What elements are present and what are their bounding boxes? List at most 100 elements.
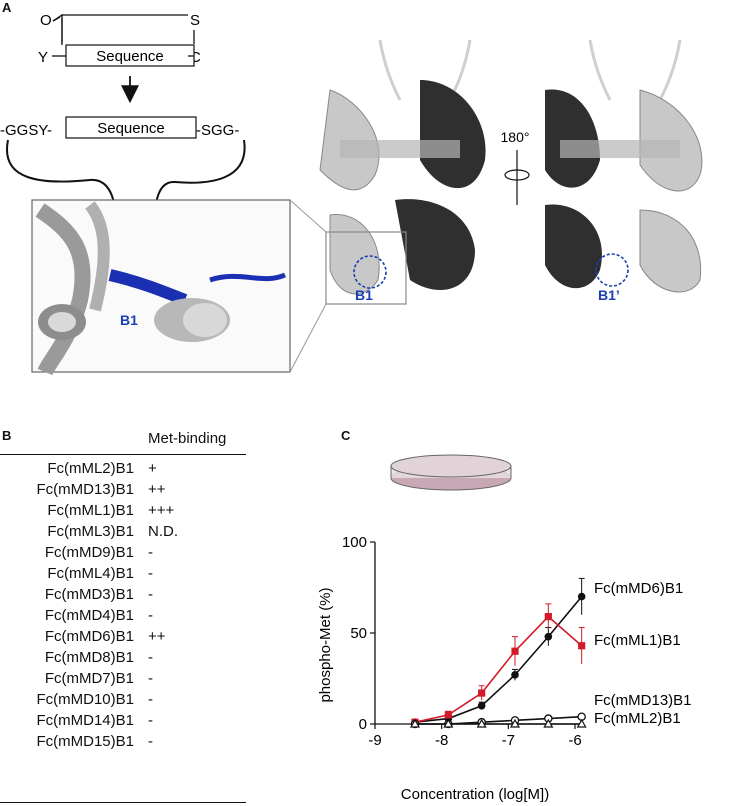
table-row: Fc(mMD7)B1- [0, 670, 246, 691]
construct-name: Fc(mMD8)B1 [44, 649, 134, 666]
data-point [511, 671, 519, 679]
met-binding-value: ++ [148, 481, 166, 498]
construct-name: Fc(mML2)B1 [47, 460, 134, 477]
met-binding-value: - [148, 670, 153, 687]
table-top-rule [0, 454, 246, 455]
construct-name: Fc(mMD7)B1 [44, 670, 134, 687]
panel-a-figure: O S Y C Sequence -GGSY- Sequence -SGG- B… [0, 12, 703, 376]
met-binding-table: Met-binding Fc(mML2)B1+Fc(mMD13)B1++Fc(m… [0, 430, 246, 806]
panel-c-label: C [341, 428, 351, 443]
table-row: Fc(mMD10)B1- [0, 691, 246, 712]
x-tick-label: -6 [568, 732, 581, 749]
series-1 [411, 603, 586, 726]
construct-name: Fc(mML3)B1 [47, 523, 134, 540]
construct-name: Fc(mMD3)B1 [44, 586, 134, 603]
table-row: Fc(mMD14)B1- [0, 712, 246, 733]
y-tick-label: 50 [350, 625, 367, 642]
construct-name: Fc(mMD15)B1 [36, 733, 134, 750]
table-row: Fc(mMD4)B1- [0, 607, 246, 628]
table-row: Fc(mMD9)B1- [0, 544, 246, 565]
data-point [578, 642, 586, 650]
scheme-y-label: Y [38, 49, 48, 66]
series-label: Fc(mML1)B1 [594, 632, 681, 649]
met-binding-value: - [148, 691, 153, 708]
series-line [415, 715, 582, 725]
construct-name: Fc(mMD6)B1 [44, 628, 134, 645]
construct-name: Fc(mML4)B1 [47, 565, 134, 582]
series-label: Fc(mML2)B1 [594, 710, 681, 727]
table-row: Fc(mML3)B1 N.D. [0, 523, 246, 544]
data-point [444, 711, 452, 719]
sequence-box-linear-label: Sequence [97, 120, 165, 137]
series-label: Fc(mMD6)B1 [594, 580, 683, 597]
right-linker-label: -SGG- [196, 122, 239, 139]
construct-name: Fc(mMD13)B1 [36, 481, 134, 498]
data-point [478, 689, 486, 697]
x-axis-label: Concentration (log[M]) [401, 786, 549, 803]
rotation-label: 180° [501, 129, 530, 145]
scheme-o-label: O [40, 12, 52, 29]
met-binding-value: - [148, 712, 153, 729]
table-bottom-rule [0, 802, 246, 803]
x-tick-label: -8 [435, 732, 448, 749]
construct-name: Fc(mMD9)B1 [44, 544, 134, 561]
met-binding-value: - [148, 607, 153, 624]
table-row: Fc(mML4)B1- [0, 565, 246, 586]
table-row: Fc(mMD8)B1- [0, 649, 246, 670]
met-binding-value: + [148, 460, 157, 477]
series-3 [409, 718, 587, 728]
column-header-met-binding: Met-binding [148, 430, 227, 447]
met-binding-value: ++ [148, 628, 166, 645]
data-point [543, 718, 554, 728]
scheme-s-label: S [190, 12, 200, 29]
series-line [414, 615, 583, 723]
construct-name: Fc(mMD10)B1 [36, 691, 134, 708]
protein-structure-front: B1 [319, 39, 486, 305]
cell-culture-dish-icon [390, 454, 512, 491]
met-binding-value: +++ [148, 502, 175, 519]
y-tick-label: 100 [342, 534, 367, 551]
table-row: Fc(mML1)B1 +++ [0, 502, 246, 523]
left-linker-label: -GGSY- [0, 122, 52, 139]
met-binding-value: - [148, 544, 153, 561]
data-point [477, 702, 486, 710]
cyclic-peptide-scheme: O S Y C Sequence -GGSY- Sequence -SGG- [0, 12, 246, 280]
met-binding-value: - [148, 586, 153, 603]
y-axis-label: phospho-Met (%) [317, 587, 334, 702]
data-point [476, 718, 487, 728]
inset-b1-label: B1 [120, 312, 138, 328]
y-tick-label: 0 [359, 716, 367, 733]
construct-name: Fc(mML1)B1 [47, 502, 134, 519]
construct-name: Fc(mMD14)B1 [36, 712, 134, 729]
protein-structure-back: B1’ [545, 39, 703, 303]
data-point [544, 613, 552, 621]
construct-name: Fc(mMD4)B1 [44, 607, 134, 624]
panel-a-label: A [2, 0, 12, 15]
series-label: Fc(mMD13)B1 [594, 692, 692, 709]
table-row: Fc(mMD6)B1 ++ [0, 628, 246, 649]
met-binding-value: - [148, 565, 153, 582]
met-binding-value: - [148, 649, 153, 666]
data-point [443, 718, 454, 728]
table-row: Fc(mML2)B1 + [0, 460, 246, 481]
data-point [544, 632, 553, 641]
sequence-box-linear [65, 116, 197, 139]
met-binding-value: N.D. [148, 523, 178, 540]
x-tick-label: -7 [502, 732, 515, 749]
data-point [409, 718, 421, 728]
site-b1-label: B1 [355, 287, 373, 303]
data-point [576, 718, 587, 728]
met-binding-value: - [148, 733, 153, 750]
data-point [509, 718, 521, 728]
scheme-c-label: C [190, 49, 201, 66]
rotate-arrow-icon [504, 150, 530, 205]
table-row: Fc(mMD3)B1- [0, 586, 246, 607]
data-point [511, 647, 519, 655]
phospho-met-chart: -9 -8 -7 -6 0 50 100 Fc(mMD6)B1Fc(mML1)B1Fc(mM… [317, 534, 692, 803]
table-row: Fc(mMD13)B1 ++ [0, 481, 246, 502]
inset-zoom: B1 [31, 199, 327, 376]
data-point [577, 592, 586, 601]
sequence-box-cyclic-label: Sequence [96, 48, 164, 65]
x-tick-label: -9 [368, 732, 381, 749]
series-0 [411, 577, 586, 726]
